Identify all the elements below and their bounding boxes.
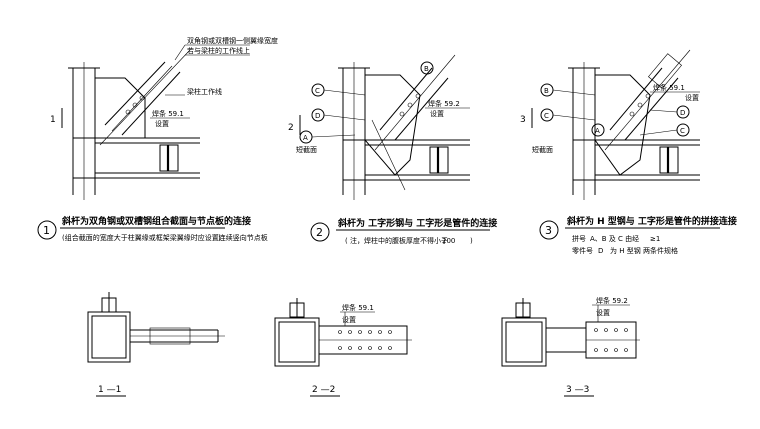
section-3-weld2: 设置	[596, 308, 610, 317]
p1-section-mark: 1	[50, 115, 56, 125]
p3-title: 斜杆为 H 型钢与 工字形是管件的拼接连接	[566, 215, 737, 227]
p3-number-circle	[539, 220, 559, 240]
p2-bubble-b: B	[424, 65, 429, 73]
p2-bubble-c: C	[315, 87, 320, 95]
p3-bubble-a: A	[595, 127, 600, 135]
p1-callout-top2: 若与梁柱的工作线上	[187, 46, 250, 55]
p1-weld: 焊条 59.1	[152, 109, 184, 118]
p3-label-left: 短截面	[532, 145, 553, 154]
panel-2-detail: B C D A 短截面 焊条 59.2 设置 2 2 斜杆为 工字形钢与 工字形…	[288, 54, 497, 245]
p2-title: 斜杆为 工字形钢与 工字形是管件的连接	[337, 217, 497, 229]
p2-note: ( 注，焊柱中的腹板厚度不得小于	[345, 236, 448, 245]
p3-line2c: ≥1	[650, 235, 660, 243]
p1-number: 1	[43, 224, 50, 237]
p2-number: 2	[316, 226, 323, 239]
p2-number-circle	[310, 222, 330, 242]
p3-section-mark: 3	[520, 115, 526, 125]
p3-bubble-c2: C	[680, 127, 685, 135]
section-3-label: 3 —3	[566, 385, 589, 395]
section-2-label: 2 —2	[312, 385, 335, 395]
p3-weld2: 设置	[685, 93, 699, 102]
p2-label-left: 短截面	[296, 145, 317, 154]
p3-line2b: A、B 及 C 由经	[590, 234, 639, 243]
p2-weld2: 设置	[430, 109, 444, 118]
p2-bubble-a: A	[303, 134, 308, 142]
p3-bubble-c: C	[544, 112, 549, 120]
section-3-weld: 焊条 59.2	[596, 296, 628, 305]
panel-3-detail: B C D A C 短截面 焊条 59.1 设置 3 3 斜杆为 H 型钢与 工…	[520, 49, 737, 255]
p1-weld2: 设置	[155, 119, 169, 128]
panel-1-detail: 双角钢或双槽钢一侧翼缘宽度 若与梁柱的工作线上 梁柱工作线 焊条 59.1 设置…	[37, 36, 278, 242]
p3-line3a: 零件号	[572, 246, 593, 255]
section-1-label: 1 —1	[98, 385, 121, 395]
section-2-weld: 焊条 59.1	[342, 303, 374, 312]
section-1-1: 1 —1	[87, 292, 225, 397]
p3-weld: 焊条 59.1	[653, 83, 685, 92]
p3-line3b: D	[598, 247, 603, 255]
p3-line3c: 为 H 型钢 两条件规格	[610, 246, 678, 255]
p2-note-val: 200	[442, 237, 455, 245]
section-2-2: 焊条 59.1 设置 2 —2	[274, 298, 412, 397]
p3-bubble-d: D	[680, 109, 685, 117]
section-3-3: 焊条 59.2 设置 3 —3	[501, 296, 640, 397]
p2-weld: 焊条 59.2	[428, 99, 460, 108]
p1-callout-mid: 梁柱工作线	[187, 87, 222, 96]
p3-line2a: 拼号	[572, 234, 586, 243]
p2-note-end: )	[470, 237, 473, 245]
p1-callout-top: 双角钢或双槽钢一侧翼缘宽度	[187, 36, 278, 45]
section-2-weld2: 设置	[342, 315, 356, 324]
p3-bubble-b: B	[544, 87, 549, 95]
p1-note-end: )	[218, 234, 221, 242]
p1-number-circle	[37, 220, 57, 240]
p1-title: 斜杆为双角钢或双槽钢组合截面与节点板的连接	[61, 215, 251, 227]
p1-note: (组合截面的宽度大于柱翼缘或框架梁翼缘时应设置连续竖向节点板	[62, 233, 268, 242]
p2-section-mark: 2	[288, 123, 294, 133]
p3-number: 3	[545, 224, 552, 237]
p2-bubble-d: D	[315, 112, 320, 120]
